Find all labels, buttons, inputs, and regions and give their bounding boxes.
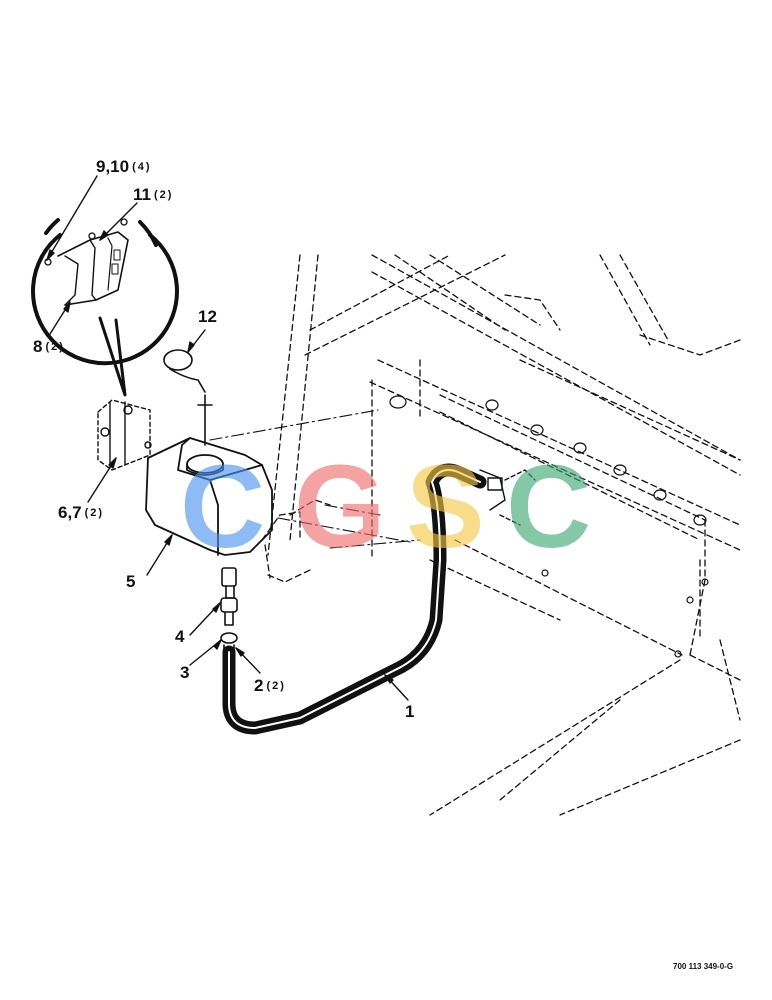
- callout-label: 4: [175, 627, 185, 646]
- callout-label: 8: [33, 337, 43, 356]
- leader-lines: [46, 175, 409, 701]
- callout-12: 12: [198, 308, 217, 325]
- callout-label: 12: [198, 307, 217, 326]
- document-code: 700 113 349-0-G: [673, 962, 734, 971]
- callout-label: 2: [254, 676, 264, 695]
- alignment-lines: [209, 409, 421, 549]
- callout-label: 9,10: [96, 157, 130, 176]
- filler-cap: [163, 349, 213, 446]
- watermark-letter-s: S: [406, 441, 485, 573]
- machine-frame: [261, 254, 741, 816]
- callout-3: 3: [180, 664, 189, 681]
- callout-label: 1: [405, 702, 415, 721]
- callout-11: 11(2): [133, 186, 173, 203]
- callout-1: 1: [405, 703, 414, 720]
- panel-bolts: [389, 395, 709, 658]
- hose: [222, 463, 487, 735]
- callout-8: 8(2): [33, 338, 65, 355]
- callout-qty: (2): [45, 341, 65, 353]
- watermark-letter-c1: C: [180, 441, 266, 573]
- callout-9-10: 9,10(4): [96, 158, 152, 175]
- callout-2: 2(2): [254, 677, 286, 694]
- callout-5: 5: [126, 573, 135, 590]
- hose-connection: [479, 469, 536, 526]
- watermark-letter-g: G: [294, 441, 386, 573]
- callout-4: 4: [175, 628, 184, 645]
- callout-label: 11: [133, 185, 151, 204]
- callout-label: 3: [180, 663, 190, 682]
- callout-qty: (2): [266, 680, 286, 692]
- callout-qty: (2): [153, 189, 174, 201]
- reservoir-tank: [145, 437, 273, 556]
- callout-label: 6,7: [58, 503, 82, 522]
- tank-bracket: [97, 399, 152, 471]
- callout-6-7: 6,7(2): [58, 504, 104, 521]
- detail-inset: [31, 218, 179, 397]
- hose-fittings: [220, 567, 238, 653]
- callout-label: 5: [126, 572, 136, 591]
- watermark-letter-c2: C: [506, 441, 592, 573]
- callout-qty: (4): [132, 161, 152, 173]
- callout-qty: (2): [84, 507, 105, 519]
